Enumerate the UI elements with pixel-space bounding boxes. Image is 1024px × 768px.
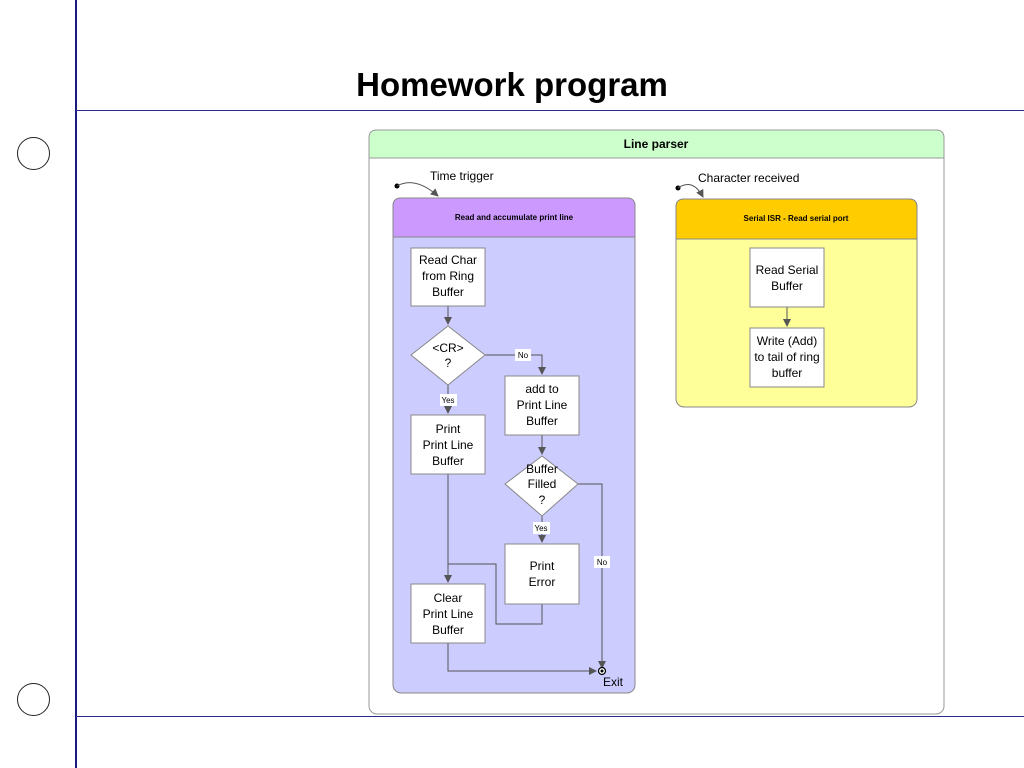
label-cr-no: No: [518, 351, 529, 360]
svg-text:Buffer: Buffer: [526, 414, 558, 428]
node-buffer-filled: Buffer Filled ?: [504, 455, 579, 517]
header-rule: [76, 110, 1024, 111]
container-title: Line parser: [624, 137, 689, 151]
edge-clear-to-exit: [447, 643, 597, 675]
connectors: [444, 306, 791, 675]
edge-cr-no: [485, 354, 546, 375]
node-print-line: Print Print Line Buffer: [410, 414, 486, 475]
svg-text:Read Serial: Read Serial: [756, 263, 819, 277]
left-panel-header: Read and accumulate print line: [455, 213, 574, 222]
svg-text:Print Line: Print Line: [517, 398, 568, 412]
node-write-add: Write (Add) to tail of ring buffer: [749, 327, 825, 388]
svg-text:buffer: buffer: [772, 366, 802, 380]
node-add-to-buffer: add to Print Line Buffer: [504, 375, 580, 436]
svg-text:Write (Add): Write (Add): [757, 334, 817, 348]
svg-text:Print: Print: [436, 422, 461, 436]
svg-text:to tail of ring: to tail of ring: [754, 350, 819, 364]
svg-text:Buffer: Buffer: [432, 285, 464, 299]
binder-hole-top: [17, 137, 50, 170]
edge-error-to-clear: [448, 563, 543, 625]
svg-text:add to: add to: [525, 382, 559, 396]
edge-labels: No Yes Yes No: [440, 349, 610, 568]
svg-text:<CR>: <CR>: [432, 341, 463, 355]
node-read-char: Read Char from Ring Buffer: [410, 247, 486, 307]
svg-text:Filled: Filled: [528, 477, 557, 491]
svg-text:?: ?: [539, 493, 546, 507]
label-filled-yes: Yes: [534, 524, 547, 533]
svg-text:Buffer: Buffer: [771, 279, 803, 293]
edge-filled-no: [578, 483, 606, 669]
svg-text:Error: Error: [529, 575, 556, 589]
node-read-serial: Read Serial Buffer: [749, 247, 825, 308]
svg-text:Buffer: Buffer: [432, 623, 464, 637]
time-trigger-arrow: [396, 182, 439, 197]
binder-hole-bottom: [17, 683, 50, 716]
svg-text:Print Line: Print Line: [423, 607, 474, 621]
node-cr-decision: <CR> ?: [410, 325, 486, 386]
svg-text:Read Char: Read Char: [419, 253, 477, 267]
margin-rule: [75, 0, 77, 768]
svg-text:Buffer: Buffer: [432, 454, 464, 468]
character-trigger-arrow: [677, 184, 704, 198]
label-filled-no: No: [597, 558, 608, 567]
time-trigger-label: Time trigger: [430, 169, 494, 183]
svg-text:from Ring: from Ring: [422, 269, 474, 283]
character-received-label: Character received: [698, 171, 799, 185]
svg-text:Print Line: Print Line: [423, 438, 474, 452]
label-cr-yes: Yes: [441, 396, 454, 405]
exit-label: Exit: [603, 675, 624, 689]
svg-text:Print: Print: [530, 559, 555, 573]
footer-rule: [76, 716, 1024, 717]
node-exit: Exit: [597, 666, 624, 689]
node-print-error: Print Error: [504, 543, 580, 605]
slide-title: Homework program: [356, 66, 668, 103]
right-panel-header: Serial ISR - Read serial port: [744, 214, 849, 223]
svg-text:Clear: Clear: [434, 591, 463, 605]
node-clear-buffer: Clear Print Line Buffer: [410, 583, 486, 644]
svg-text:Buffer: Buffer: [526, 462, 558, 476]
svg-text:?: ?: [445, 356, 452, 370]
